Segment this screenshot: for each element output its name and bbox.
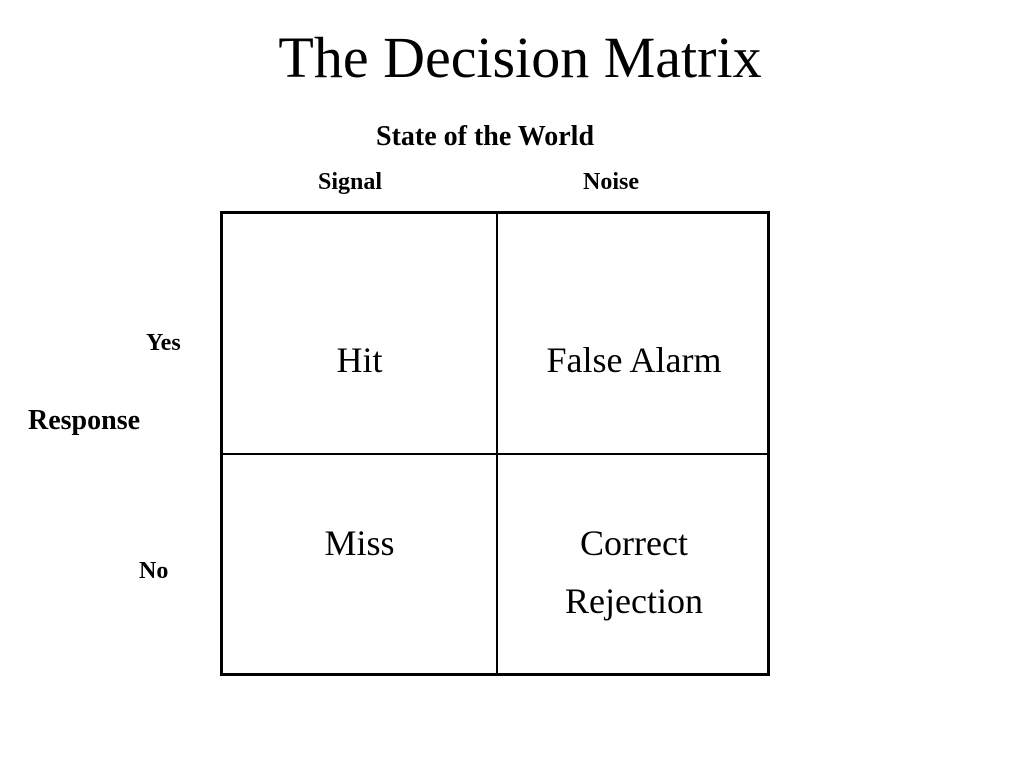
row-header-no: No — [139, 558, 169, 584]
decision-matrix-grid: Hit False Alarm Miss Correct Rejection — [220, 211, 770, 676]
row-header-yes: Yes — [146, 330, 181, 356]
cell-miss-label: Miss — [324, 523, 395, 563]
vertical-divider — [496, 214, 498, 673]
page-title: The Decision Matrix — [278, 25, 762, 90]
cell-false-alarm-label: False Alarm — [546, 340, 722, 380]
cell-hit: Hit — [223, 331, 496, 389]
cell-correct-rejection: Correct Rejection — [498, 514, 770, 630]
column-header-signal: Signal — [318, 169, 383, 195]
state-of-world-label: State of the World — [376, 121, 595, 152]
response-label: Response — [28, 405, 141, 436]
cell-miss: Miss — [223, 514, 496, 572]
cell-correct-rejection-line1: Correct — [580, 523, 688, 563]
horizontal-divider — [223, 453, 767, 455]
cell-correct-rejection-line2: Rejection — [565, 581, 703, 621]
cell-false-alarm: False Alarm — [498, 331, 770, 389]
cell-hit-label: Hit — [336, 340, 383, 380]
column-header-noise: Noise — [583, 169, 639, 195]
